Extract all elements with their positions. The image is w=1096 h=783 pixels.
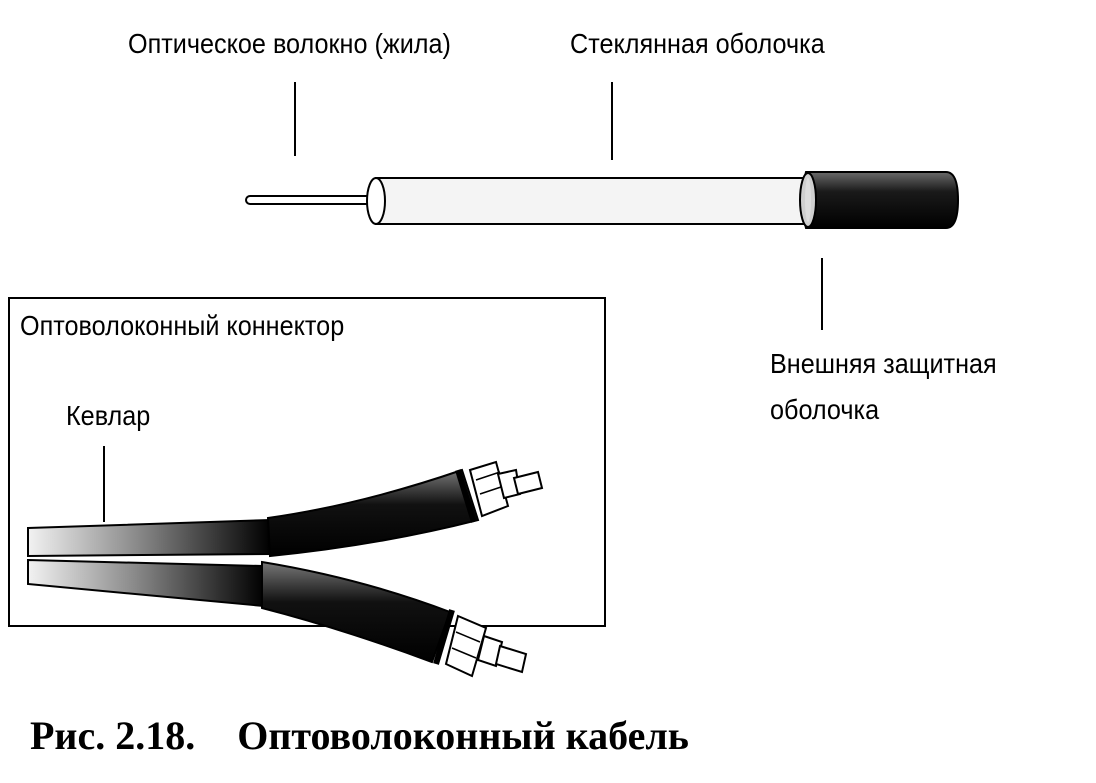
label-outer-jacket-line1: Внешняя защитная xyxy=(770,348,997,379)
upper-cable xyxy=(27,460,544,558)
fiber-connector-drawing xyxy=(27,446,544,678)
label-glass-cladding: Стеклянная оболочка xyxy=(570,28,825,59)
figure-caption: Рис. 2.18. Оптоволоконный кабель xyxy=(30,712,689,760)
label-kevlar: Кевлар xyxy=(66,400,151,431)
connector-box-title: Оптоволоконный коннектор xyxy=(20,310,345,341)
outer-protective-jacket xyxy=(799,171,960,229)
glass-cladding xyxy=(366,177,809,225)
figure-title: Оптоволоконный кабель xyxy=(237,713,689,758)
figure-number: Рис. 2.18. xyxy=(30,713,196,758)
lower-cable xyxy=(27,558,528,678)
label-outer-jacket-line2: оболочка xyxy=(770,394,880,425)
optical-fiber-core xyxy=(245,195,379,205)
connector-inset-frame xyxy=(8,297,606,627)
fiber-cable-diagram xyxy=(245,82,960,330)
label-fiber-core: Оптическое волокно (жила) xyxy=(128,28,451,59)
